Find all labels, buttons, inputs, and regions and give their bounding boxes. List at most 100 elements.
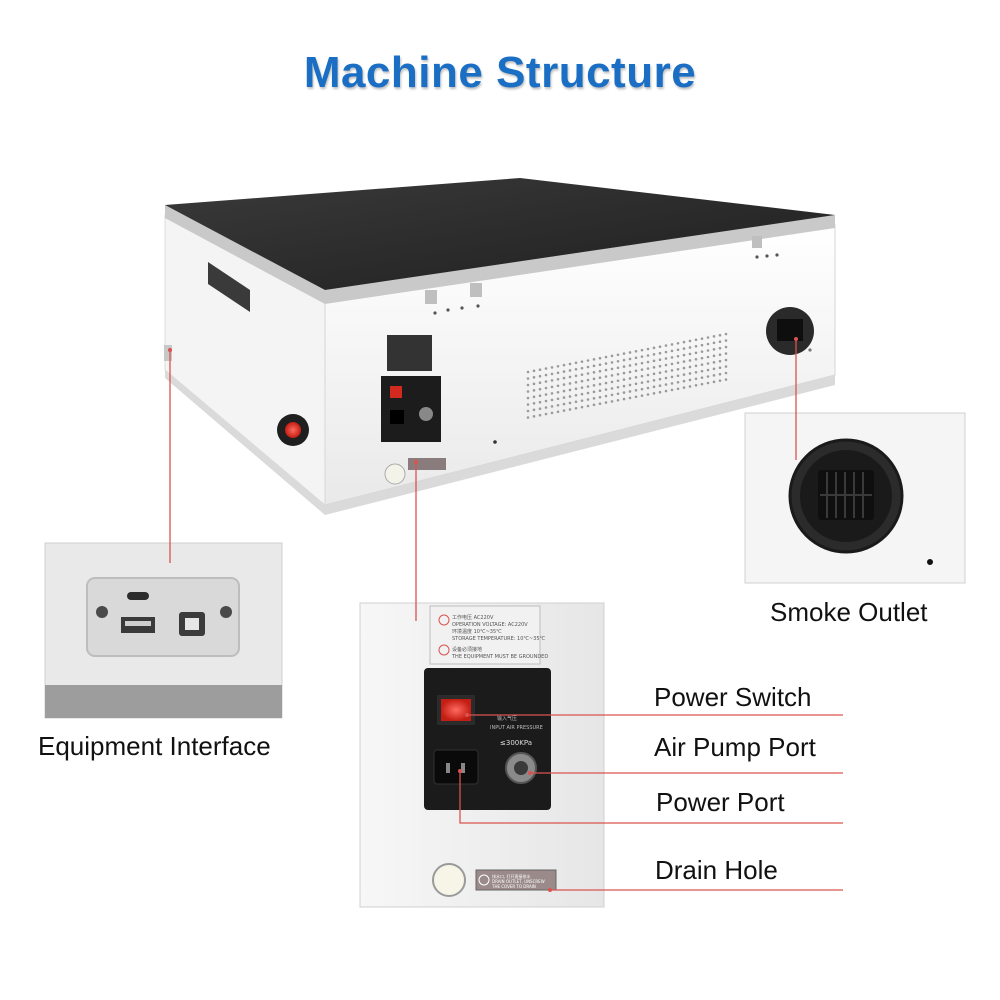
- vent-hole: [604, 401, 608, 404]
- vent-hole: [718, 333, 722, 337]
- vent-hole: [580, 392, 584, 396]
- vent-hole: [556, 384, 560, 388]
- vent-hole: [556, 397, 560, 401]
- vent-hole: [556, 364, 560, 368]
- vent-hole: [622, 378, 626, 381]
- vent-hole: [544, 406, 548, 409]
- vent-hole: [634, 395, 638, 399]
- vent-hole: [670, 362, 674, 366]
- vent-hole: [610, 374, 614, 377]
- smoke-outlet-inset: [744, 412, 966, 584]
- vent-hole: [658, 358, 662, 362]
- vent-hole: [724, 332, 728, 336]
- vent-hole: [538, 374, 542, 378]
- vent-hole: [640, 368, 644, 371]
- power-port: [433, 749, 479, 785]
- vent-hole: [586, 365, 590, 369]
- vent-hole: [568, 369, 572, 372]
- vent-hole: [562, 409, 566, 412]
- vent-hole: [700, 337, 704, 340]
- vent-hole: [640, 374, 644, 378]
- vent-hole: [532, 395, 536, 399]
- callout-lines: [169, 339, 843, 891]
- vent-hole: [610, 400, 614, 403]
- vent-hole: [706, 375, 710, 378]
- vent-hole: [622, 384, 626, 388]
- vent-hole: [676, 387, 680, 391]
- vent-hole: [568, 408, 572, 411]
- vent-hole: [580, 386, 584, 389]
- vent-hole: [544, 412, 548, 416]
- vent-hole: [568, 388, 572, 392]
- vent-hole: [694, 358, 698, 361]
- vent-hole: [526, 416, 530, 419]
- sticker-ground-cn: 设备必须接地: [452, 646, 482, 653]
- vent-hole: [676, 374, 680, 378]
- vent-hole: [646, 393, 650, 396]
- vent-hole: [568, 375, 572, 379]
- vent-hole: [694, 371, 698, 374]
- vent-hole: [658, 364, 662, 368]
- vent-hole: [652, 353, 656, 356]
- vent-hole: [562, 376, 566, 380]
- vent-hole: [592, 384, 596, 387]
- smoke-outlet-label: Smoke Outlet: [770, 597, 928, 627]
- vent-hole: [628, 383, 632, 387]
- vent-hole: [574, 381, 578, 384]
- air-label-en: INPUT AIR PRESSURE: [490, 725, 543, 731]
- vent-hole: [568, 401, 572, 405]
- vent-hole: [706, 362, 710, 365]
- vent-hole: [646, 367, 650, 370]
- vent-hole: [550, 366, 554, 369]
- vent-hole: [688, 385, 692, 388]
- vent-hole: [526, 377, 530, 380]
- page-title: Machine Structure: [303, 48, 697, 97]
- vent-hole: [706, 381, 710, 385]
- vent-hole: [706, 355, 710, 359]
- vent-hole: [574, 407, 578, 410]
- vent-hole: [538, 407, 542, 411]
- vent-hole: [700, 356, 704, 360]
- drain-label-en1: DRAIN OUTLET, UNSCREW: [492, 879, 545, 884]
- vent-hole: [640, 381, 644, 384]
- handle-slot: [208, 262, 250, 312]
- vent-hole: [550, 372, 554, 376]
- vent-hole: [562, 396, 566, 399]
- vent-hole: [712, 380, 716, 384]
- vent-hole: [670, 382, 674, 385]
- vent-hole: [544, 380, 548, 383]
- vent-hole: [658, 351, 662, 355]
- vent-hole: [616, 379, 620, 383]
- vent-hole: [526, 370, 530, 374]
- vent-hole: [622, 397, 626, 401]
- vent-hole: [598, 363, 602, 367]
- vent-hole: [616, 353, 620, 357]
- vent-hole: [634, 369, 638, 373]
- air-label-cn: 输入气压: [497, 715, 517, 722]
- vent-hole: [556, 371, 560, 375]
- vent-hole: [682, 386, 686, 389]
- vent-hole: [670, 356, 674, 359]
- vent-hole: [526, 396, 530, 400]
- vent-hole: [652, 372, 656, 376]
- vent-hole: [652, 385, 656, 389]
- vent-hole: [586, 359, 590, 362]
- vent-hole: [628, 396, 632, 400]
- vent-hole: [598, 389, 602, 393]
- vent-hole: [580, 373, 584, 376]
- vent-hole: [622, 352, 626, 355]
- vent-hole: [646, 380, 650, 383]
- vent-hole: [580, 366, 584, 370]
- drain-hole-label: Drain Hole: [655, 855, 778, 885]
- vent-hole: [556, 410, 560, 414]
- sticker-temp-en: STORAGE TEMPERATURE: 10℃~35℃: [452, 636, 546, 642]
- vent-hole: [610, 387, 614, 390]
- vent-hole: [526, 409, 530, 413]
- vent-hole: [682, 340, 686, 344]
- vent-hole: [712, 354, 716, 358]
- vent-hole: [580, 399, 584, 402]
- vent-hole: [592, 397, 596, 400]
- vent-hole: [652, 392, 656, 395]
- equipment-interface-inset: [44, 542, 283, 719]
